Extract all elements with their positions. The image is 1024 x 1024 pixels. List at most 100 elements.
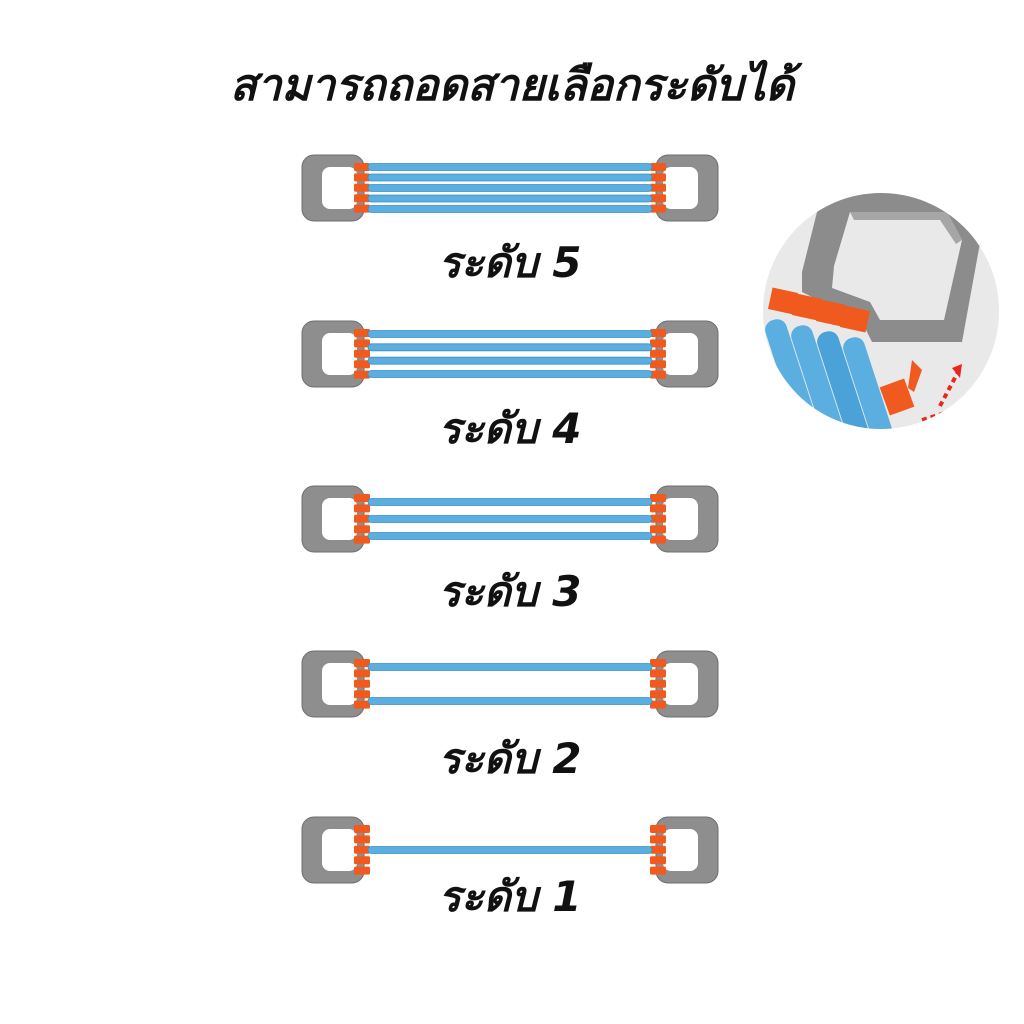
tube	[367, 370, 653, 378]
connector-left	[354, 535, 370, 544]
connector-left	[354, 690, 370, 699]
handle	[301, 816, 365, 884]
connector-left	[354, 204, 370, 213]
connector-right	[650, 360, 666, 369]
chest-expander-3-tubes	[301, 485, 719, 553]
handle	[301, 154, 365, 222]
level-label: ระดับ 5	[438, 238, 582, 287]
chest-expander-5-tubes	[301, 154, 719, 222]
handle	[301, 320, 365, 388]
connector-right	[650, 370, 666, 379]
connector-right	[650, 204, 666, 213]
tube	[367, 697, 653, 705]
level-1-expander: ระดับ 1	[300, 814, 720, 974]
level-label: ระดับ 4	[438, 404, 582, 453]
connector-right	[650, 835, 666, 844]
connector-left	[354, 700, 370, 709]
tube	[843, 337, 903, 429]
connector-left	[354, 525, 370, 534]
tube	[367, 330, 653, 338]
handle-grip-hole	[322, 167, 357, 209]
handle-hole-shape	[832, 212, 962, 320]
connector-block	[815, 299, 847, 327]
handle	[301, 650, 365, 718]
connector-left	[354, 329, 370, 337]
connector-left	[354, 679, 370, 688]
connector-left	[354, 856, 370, 865]
handle	[301, 485, 365, 553]
handle-grip-hole	[663, 498, 698, 540]
connector-left	[354, 194, 370, 203]
tube	[367, 846, 653, 854]
connector-right	[650, 669, 666, 678]
connector-right	[650, 845, 666, 854]
connector-right	[650, 659, 666, 667]
tube	[367, 532, 653, 540]
tube	[367, 663, 653, 671]
connector-left	[354, 339, 370, 348]
chest-expander-4-tubes	[301, 320, 719, 388]
handle-grip-hole	[322, 663, 357, 705]
connector-block	[767, 287, 799, 315]
level-label: ระดับ 2	[438, 734, 582, 783]
connector-left	[354, 825, 370, 833]
chest-expander-2-tubes	[301, 650, 719, 718]
level-5-expander: ระดับ 5	[300, 152, 720, 312]
handle	[655, 485, 719, 553]
handle-grip-hole	[663, 663, 698, 705]
connector-block	[839, 305, 871, 333]
tube	[817, 331, 877, 429]
handle	[655, 650, 719, 718]
connector-right	[650, 525, 666, 534]
handle-grip-hole	[322, 829, 357, 871]
connector-left	[354, 514, 370, 523]
connector-right	[650, 856, 666, 865]
connector-right	[650, 349, 666, 358]
connector-right	[650, 825, 666, 833]
connector-left	[354, 659, 370, 667]
connector-left	[354, 349, 370, 358]
connector-left	[354, 504, 370, 513]
chest-expander-1-tube	[301, 816, 719, 884]
connector-left	[354, 173, 370, 182]
level-2-expander: ระดับ 2	[300, 648, 720, 808]
connector-block	[791, 293, 823, 321]
tube	[367, 184, 653, 192]
connector-right	[650, 866, 666, 875]
tube	[367, 498, 653, 506]
connector-right	[650, 173, 666, 182]
detached-connector	[879, 378, 915, 416]
arrow-icon	[938, 371, 960, 407]
connector-left	[354, 866, 370, 875]
tube	[367, 163, 653, 171]
connector-right	[650, 700, 666, 709]
handle-grip-hole	[663, 167, 698, 209]
handle-grip-hole	[322, 333, 357, 375]
connector-left	[354, 669, 370, 678]
connector-left	[354, 183, 370, 192]
tube	[367, 356, 653, 365]
handle	[655, 154, 719, 222]
tube	[367, 205, 653, 213]
level-label: ระดับ 1	[438, 872, 582, 921]
connector-left	[354, 360, 370, 369]
tube	[367, 515, 653, 523]
connector-right	[650, 339, 666, 348]
connector-left	[354, 845, 370, 854]
connector-right	[650, 514, 666, 523]
handle-closeup-image	[763, 193, 999, 429]
tube	[367, 343, 653, 352]
connector-right	[650, 504, 666, 513]
headline: สามารถถอดสายเลือกระดับได้	[229, 60, 795, 111]
connector-right	[650, 535, 666, 544]
connector-left	[354, 163, 370, 171]
level-label: ระดับ 3	[438, 567, 582, 616]
connector-right	[650, 183, 666, 192]
handle-grip-hole	[322, 498, 357, 540]
connector-right	[650, 194, 666, 203]
tube	[367, 194, 653, 203]
handle-grip-hole	[663, 829, 698, 871]
connector-right	[650, 494, 666, 502]
handle-grip-hole	[663, 333, 698, 375]
connector-right	[650, 690, 666, 699]
